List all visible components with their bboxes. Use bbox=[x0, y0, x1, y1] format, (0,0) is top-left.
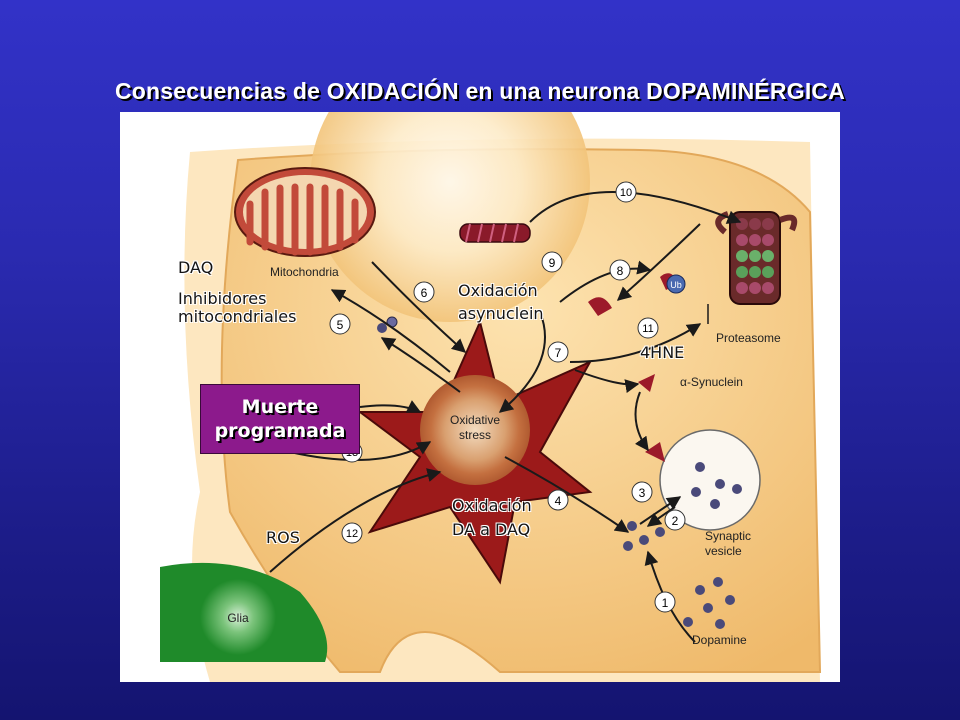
label-4hne: 4HNE bbox=[640, 343, 685, 362]
proteasome bbox=[707, 211, 798, 324]
step-6: 6 bbox=[413, 281, 435, 303]
svg-text:6: 6 bbox=[421, 286, 428, 300]
glia-cell bbox=[160, 562, 328, 662]
muerte-line2: programada bbox=[214, 420, 346, 442]
synaptic-vesicle bbox=[659, 429, 761, 531]
label-daq: DAQ bbox=[178, 258, 214, 277]
label-da-daq: DA a DAQ bbox=[452, 520, 531, 539]
step-10: 10 bbox=[615, 181, 637, 203]
svg-text:10: 10 bbox=[620, 187, 632, 199]
svg-text:3: 3 bbox=[639, 486, 646, 500]
svg-text:11: 11 bbox=[642, 323, 653, 335]
svg-text:8: 8 bbox=[617, 264, 624, 278]
step-1: 1 bbox=[654, 591, 676, 613]
svg-text:9: 9 bbox=[549, 256, 556, 270]
mitochondrion bbox=[234, 167, 376, 257]
step-9: 9 bbox=[541, 251, 563, 273]
label-mitochondria: Mitochondria bbox=[270, 265, 339, 279]
label-ros: ROS bbox=[266, 528, 300, 547]
label-dopamine: Dopamine bbox=[692, 633, 747, 647]
label-inhibidores: Inhibidores bbox=[178, 289, 267, 308]
muerte-line1: Muerte bbox=[241, 396, 319, 418]
label-oxidacion-da: Oxidación bbox=[452, 496, 532, 515]
dopamine-molecules bbox=[377, 316, 735, 629]
synuclein-monomers bbox=[588, 273, 686, 462]
label-mitocondriales: mitocondriales bbox=[178, 307, 297, 326]
step-2: 2 bbox=[664, 509, 686, 531]
svg-text:12: 12 bbox=[346, 528, 358, 540]
label-oxidative: Oxidative bbox=[450, 413, 500, 427]
label-proteasome: Proteasome bbox=[716, 331, 781, 345]
label-oxidacion-asyn: Oxidación bbox=[458, 281, 538, 300]
muerte-programada-box: Muerte programada bbox=[200, 384, 360, 454]
neuron-diagram: 1 2 3 4 5 6 7 8 9 10 11 12 13 Mitochondr… bbox=[120, 112, 840, 682]
slide-title: Consecuencias de OXIDACIÓN en una neuron… bbox=[114, 78, 846, 104]
step-3: 3 bbox=[631, 481, 653, 503]
label-glia: Glia bbox=[227, 611, 249, 625]
step-markers: 1 2 3 4 5 6 7 8 9 10 11 12 13 bbox=[329, 181, 686, 613]
step-11: 11 bbox=[637, 317, 659, 339]
step-5: 5 bbox=[329, 313, 351, 335]
svg-text:2: 2 bbox=[672, 514, 679, 528]
svg-text:1: 1 bbox=[662, 596, 669, 610]
step-4: 4 bbox=[547, 489, 569, 511]
synuclein-fibril bbox=[459, 223, 531, 243]
diagram-graphics: 1 2 3 4 5 6 7 8 9 10 11 12 13 Mitochondr… bbox=[160, 112, 822, 682]
label-ub: Ub bbox=[670, 280, 682, 290]
label-vesicle: vesicle bbox=[705, 544, 742, 558]
label-synaptic: Synaptic bbox=[705, 529, 751, 543]
svg-text:7: 7 bbox=[555, 346, 562, 360]
label-stress: stress bbox=[459, 428, 491, 442]
step-12: 12 bbox=[341, 522, 363, 544]
step-8: 8 bbox=[609, 259, 631, 281]
label-synuclein: α-Synuclein bbox=[680, 375, 743, 389]
svg-text:5: 5 bbox=[337, 318, 344, 332]
svg-text:4: 4 bbox=[555, 494, 562, 508]
step-7: 7 bbox=[547, 341, 569, 363]
label-asynuclein: asynuclein bbox=[458, 304, 544, 323]
